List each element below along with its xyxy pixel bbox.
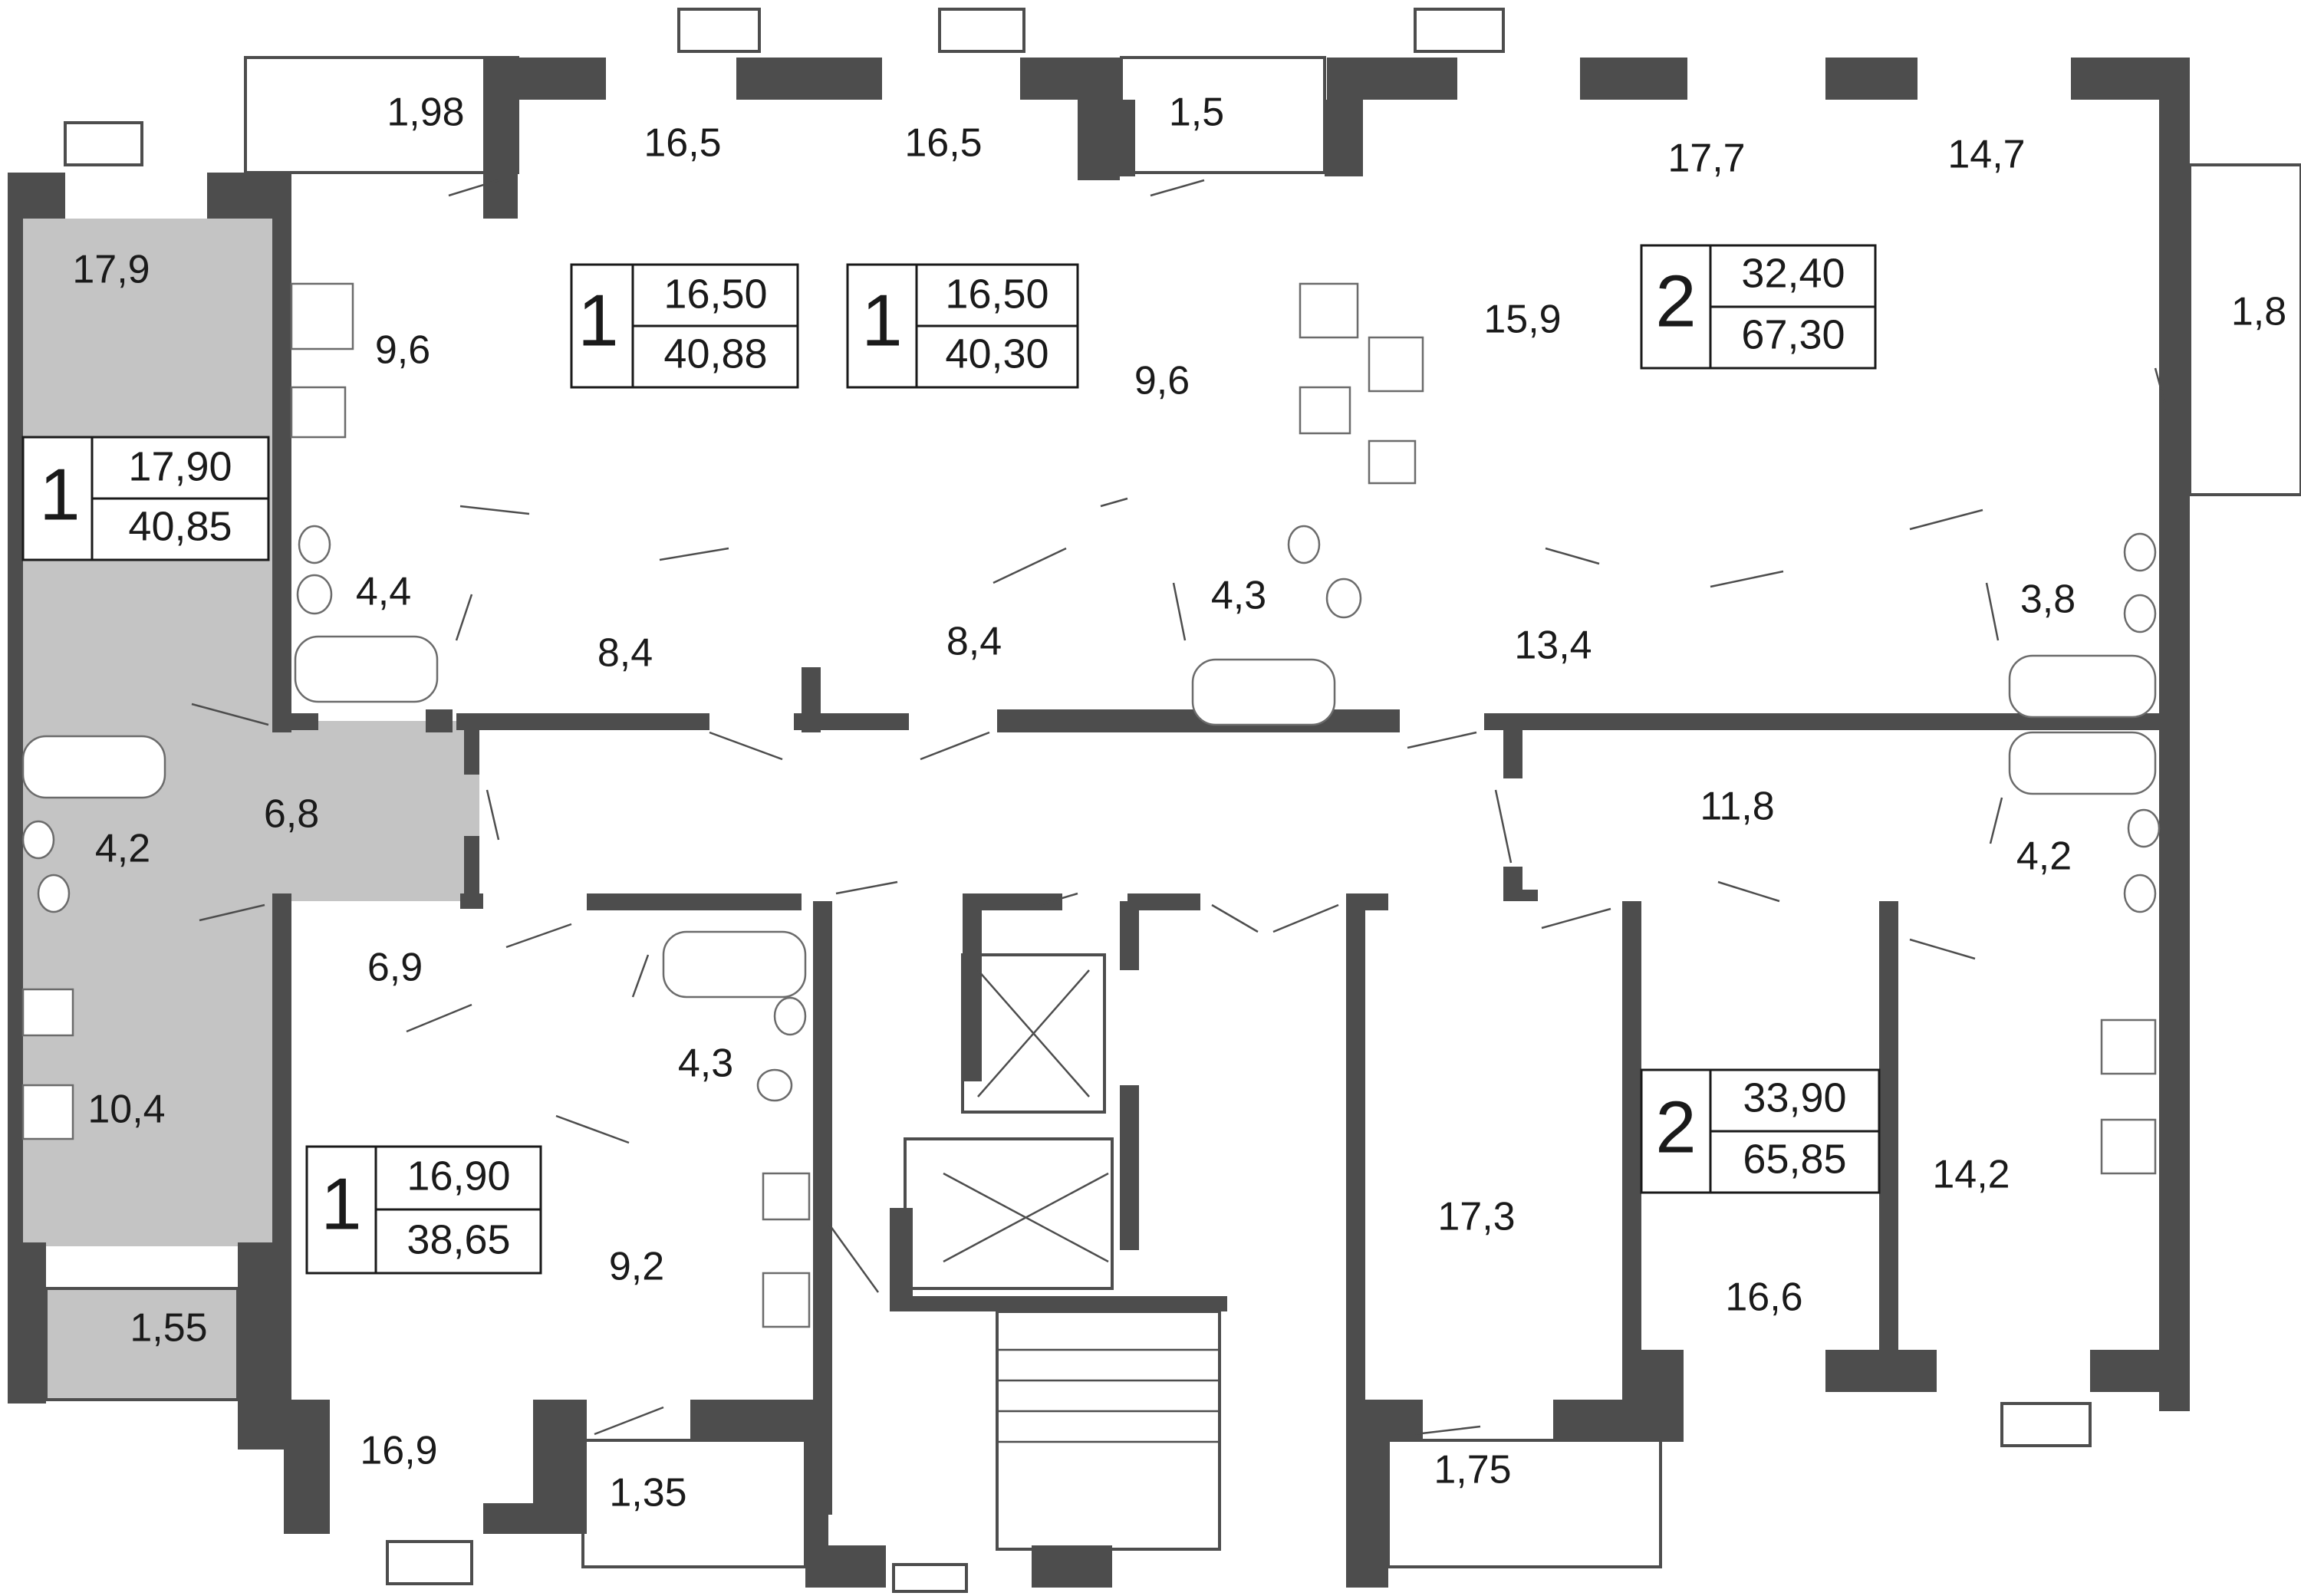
apartment-box: 1 16,50 40,30	[846, 263, 1079, 389]
room-area-label: 4,4	[356, 570, 411, 614]
apartment-rooms-count: 1	[861, 279, 902, 361]
room-area-label: 9,6	[375, 328, 430, 373]
apartment-total-area: 40,88	[663, 331, 767, 377]
apartment-rooms-count: 1	[321, 1163, 361, 1245]
room-area-label: 1,75	[1434, 1448, 1511, 1492]
apartment-box: 1 16,90 38,65	[305, 1145, 542, 1275]
apartment-living-area: 16,50	[945, 271, 1048, 317]
room-area-label: 8,4	[946, 620, 1002, 664]
apartment-living-area: 16,90	[407, 1153, 510, 1199]
apartment-rooms-count: 2	[1655, 260, 1696, 342]
apartment-total-area: 38,65	[407, 1216, 510, 1262]
room-area-label: 9,6	[1134, 359, 1190, 403]
doors	[191, 179, 2168, 1436]
room-area-label: 4,2	[95, 827, 150, 871]
room-area-label: 4,2	[2016, 834, 2072, 879]
room-area-label: 16,9	[360, 1429, 437, 1473]
apartment-total-area: 40,30	[945, 331, 1048, 377]
room-area-label: 11,8	[1700, 785, 1774, 829]
room-area-label: 6,9	[367, 946, 423, 990]
room-area-label: 4,3	[1211, 574, 1266, 618]
room-area-label: 9,2	[609, 1245, 664, 1289]
room-area-label: 17,3	[1437, 1195, 1515, 1239]
walls	[8, 58, 2190, 1588]
apartment-living-area: 16,50	[663, 271, 767, 317]
room-area-label: 13,4	[1514, 624, 1592, 668]
room-area-label: 1,98	[387, 90, 464, 135]
apartment-living-area: 17,90	[128, 443, 232, 489]
room-area-label: 14,2	[1932, 1153, 2010, 1197]
room-area-label: 6,8	[264, 792, 319, 837]
room-area-label: 17,7	[1667, 137, 1745, 181]
room-area-label: 8,4	[597, 631, 653, 676]
room-area-label: 4,3	[678, 1042, 733, 1086]
room-labels: 1,98 16,5 16,5 1,5 17,7 14,7 17,9 9,6 9,…	[72, 90, 2286, 1515]
room-area-label: 3,8	[2020, 578, 2076, 622]
apartment-rooms-count: 2	[1655, 1086, 1696, 1168]
windows	[64, 8, 2092, 1593]
apartment-box: 2 33,90 65,85	[1640, 1068, 1881, 1194]
apartment-total-area: 65,85	[1743, 1136, 1846, 1182]
apartment-box: 2 32,40 67,30	[1640, 244, 1877, 370]
room-area-label: 10,4	[87, 1088, 165, 1132]
room-area-label: 1,55	[130, 1306, 207, 1351]
room-area-label: 16,6	[1725, 1275, 1802, 1320]
room-area-label: 15,9	[1483, 298, 1561, 342]
room-area-label: 16,5	[644, 121, 721, 166]
room-area-label: 14,7	[1947, 133, 2025, 177]
room-area-label: 1,5	[1169, 90, 1224, 135]
room-area-label: 17,9	[72, 248, 150, 292]
fixtures	[21, 282, 2161, 1328]
room-area-label: 1,35	[609, 1471, 686, 1515]
apartment-living-area: 32,40	[1741, 250, 1845, 296]
apartment-box: 1 17,90 40,85	[21, 436, 270, 561]
apartment-total-area: 67,30	[1741, 311, 1845, 357]
stairwell	[904, 953, 1221, 1551]
apartment-rooms-count: 1	[578, 279, 618, 361]
apartment-rooms-count: 1	[39, 453, 80, 535]
apartment-box: 1 16,50 40,88	[570, 263, 799, 389]
apartment-total-area: 40,85	[128, 503, 232, 549]
highlighted-apartment	[23, 219, 479, 1400]
room-area-label: 16,5	[904, 121, 982, 166]
room-area-label: 1,8	[2231, 290, 2286, 334]
apartment-living-area: 33,90	[1743, 1074, 1846, 1120]
